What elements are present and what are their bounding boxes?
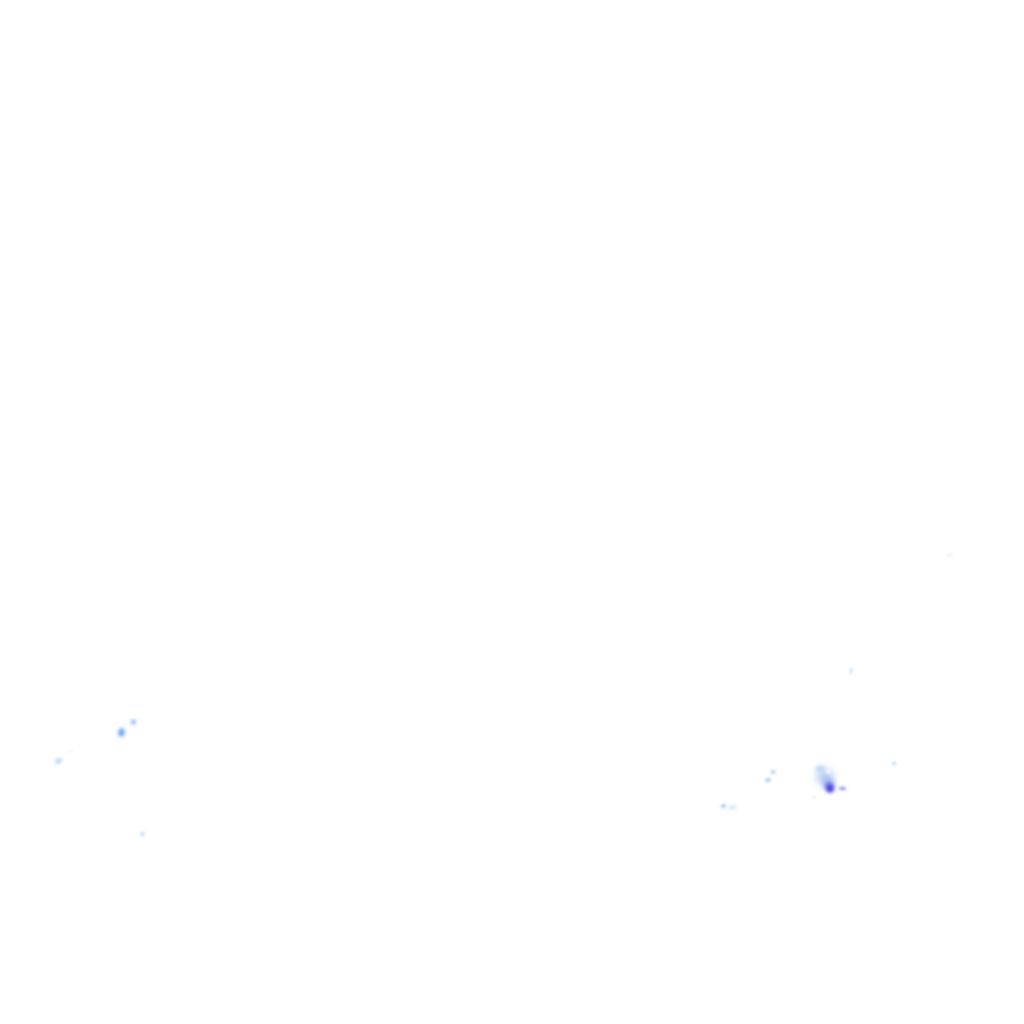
speck-right-of-blob-blob [890,759,898,767]
main-blob-white-hole-blob [824,767,832,775]
main-blob-halo-blob [804,758,846,796]
speck-left-pale-blob [49,753,67,769]
main-blob-dark-core-blob [822,779,838,797]
speck-left-fleck-blob [66,748,74,754]
smudge-pair-lower-blob [761,774,775,786]
main-blob-mid-ring-blob [818,774,840,796]
wisp-far-right-blob [941,547,957,563]
speck-cluster-small-blob [127,717,139,727]
streak-upper-right-blob [847,663,855,679]
main-blob-lower-fleck-blob [811,794,817,800]
speck-cluster-large-blob [113,722,129,742]
crescent-tail-blob [724,802,740,812]
main-blob-upper-lobe-blob [810,760,830,776]
main-blob-tail-blob [834,784,850,792]
speck-bottom-left-blob [136,829,148,839]
smudge-pair-upper-blob [768,768,778,776]
crescent-tip-blob [716,800,730,812]
